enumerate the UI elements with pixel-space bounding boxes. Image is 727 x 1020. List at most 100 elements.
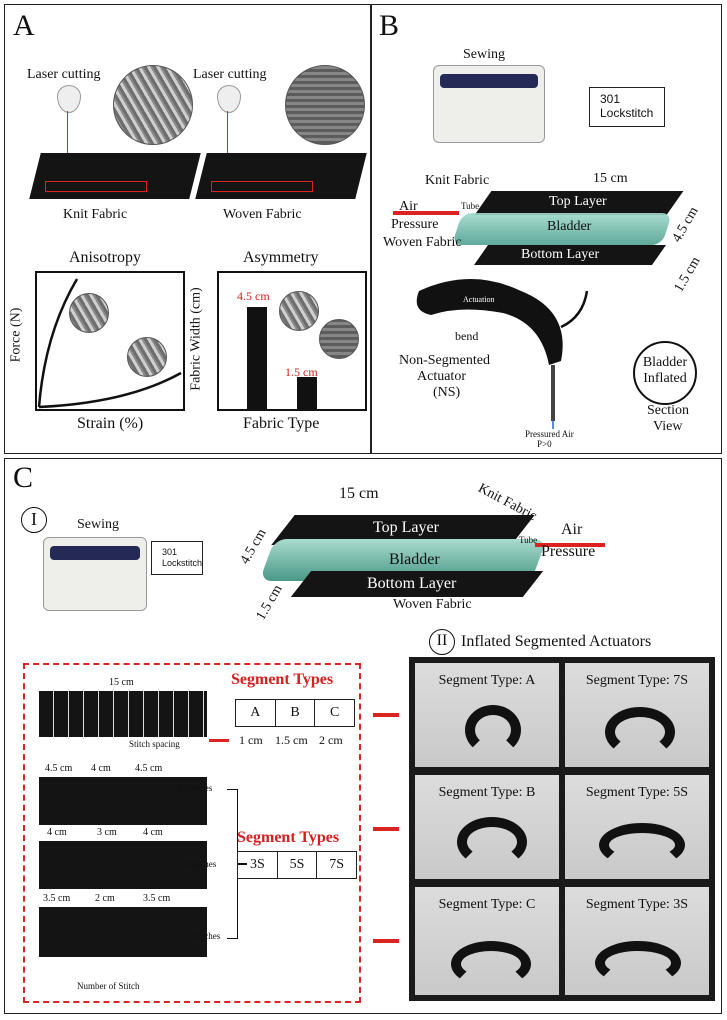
arrow-to-abc [209, 739, 229, 742]
stitches-5: 5 Stitches [181, 859, 217, 869]
pressure-label-b: Pressure [391, 217, 439, 232]
segment-types-2: Segment Types [237, 829, 340, 846]
pressured-air-1: Pressured Air [525, 429, 574, 439]
photo-5s-label: Segment Type: 5S [585, 785, 689, 800]
row4-a: 3.5 cm [43, 893, 71, 904]
spacing-1: 1 cm [239, 733, 263, 747]
anisotropy-ylabel: Force (N) [8, 307, 24, 363]
row2-b: 4 cm [91, 763, 111, 774]
ns-label-1: Non-Segmented [399, 353, 490, 368]
section-label-2: View [653, 419, 683, 434]
knit-fabric-label-b: Knit Fabric [425, 173, 490, 188]
segment-s-box: 3S 5S 7S [237, 851, 357, 879]
row3-b: 3 cm [97, 827, 117, 838]
segment-abc-box: A B C [235, 699, 355, 727]
laser-beam [67, 111, 68, 187]
air-arrow-b [393, 211, 459, 215]
asymmetry-ylabel: Fabric Width (cm) [188, 287, 204, 391]
lockstitch-tag: 301 Lockstitch [589, 87, 665, 127]
tube-label-c: Tube [519, 535, 538, 545]
stitches-3: 3 Stitches [177, 783, 213, 793]
detail-box: 15 cm Stitch spacing Segment Types A B C… [23, 663, 361, 1003]
anisotropy-title: Anisotropy [69, 249, 141, 266]
top-layer-label-b: Top Layer [549, 194, 607, 209]
tag-301: 301 [600, 92, 621, 106]
stitch-spacing-label: Stitch spacing [129, 739, 180, 749]
anisotropy-xlabel: Strain (%) [77, 415, 144, 432]
arrow-row-1 [373, 713, 399, 717]
bottom-layer-label-b: Bottom Layer [521, 247, 600, 262]
photo-7s-label: Segment Type: 7S [585, 673, 689, 688]
seg-5s: 5S [278, 852, 318, 878]
bladder-inflated-1: Bladder [642, 355, 688, 370]
photo-b: Segment Type: B [415, 775, 559, 879]
row2-c: 4.5 cm [135, 763, 163, 774]
bladder-inflated-2: Inflated [643, 371, 687, 386]
lockstitch-tag-c: 301 Lockstitch [151, 541, 203, 575]
sewing-label: Sewing [463, 47, 505, 62]
detail-15cm: 15 cm [109, 677, 134, 688]
bar-knit [247, 307, 267, 409]
bladder-label-c: Bladder [389, 551, 440, 568]
roman-2: II [429, 629, 455, 655]
segment-types-1: Segment Types [231, 671, 334, 688]
laser-beam-2 [227, 111, 228, 187]
width1-label-b: 4.5 cm [669, 204, 702, 246]
seg-3s: 3S [238, 852, 278, 878]
panel-c-letter: C [13, 461, 34, 494]
seg-a: A [236, 700, 276, 726]
fabric-row-4 [39, 907, 207, 957]
row4-b: 2 cm [95, 893, 115, 904]
photo-a-label: Segment Type: A [438, 673, 536, 688]
length-label-c: 15 cm [339, 485, 379, 502]
photo-a: Segment Type: A [415, 663, 559, 767]
tag-c-301: 301 [162, 547, 178, 557]
asymmetry-plot: 4.5 cm 1.5 cm [217, 271, 367, 411]
inflated-title: Inflated Segmented Actuators [461, 633, 652, 650]
photo-3s: Segment Type: 3S [565, 887, 709, 995]
bar2-label: 1.5 cm [285, 365, 318, 379]
width2-label-c: 1.5 cm [253, 582, 286, 624]
actuator-b [457, 817, 527, 867]
tag-lockstitch: Lockstitch [600, 106, 654, 120]
photo-c: Segment Type: C [415, 887, 559, 995]
bracket-arm [237, 863, 247, 865]
fabric-row-3 [39, 841, 207, 889]
roman-2-text: II [436, 632, 448, 649]
tag-c-lockstitch: Lockstitch [162, 558, 203, 568]
number-of-stitch: Number of Stitch [77, 981, 140, 991]
woven-fabric-label-b: Woven Fabric [383, 235, 462, 250]
photo-b-label: Segment Type: B [438, 785, 536, 800]
ns-label-3: (NS) [433, 385, 461, 400]
knit-fabric-label: Knit Fabric [63, 207, 128, 222]
laser-label-1: Laser cutting [27, 67, 101, 82]
laser-head-icon [57, 85, 81, 113]
row3-a: 4 cm [47, 827, 67, 838]
knit-zoom-circle [113, 65, 193, 145]
knit-anisotropy-circle-1 [69, 293, 109, 333]
spacing-3: 2 cm [319, 733, 343, 747]
bottom-layer-label-c: Bottom Layer [367, 575, 457, 592]
tube-label-b: Tube [461, 201, 480, 211]
stitches-7: 7 Stitches [185, 931, 221, 941]
woven-label-c: Woven Fabric [393, 597, 472, 612]
section-view-circle: Bladder Inflated [633, 341, 697, 405]
woven-fabric-sheet [195, 153, 367, 199]
air-label-b: Air [399, 199, 418, 214]
seg-7s: 7S [329, 857, 345, 872]
photo-grid: Segment Type: A Segment Type: 7S Segment… [409, 657, 715, 1001]
photo-3s-label: Segment Type: 3S [585, 897, 689, 912]
actuator-c [451, 941, 531, 987]
seg-c: C [330, 705, 340, 720]
actuator-5s [599, 823, 685, 867]
row4-c: 3.5 cm [143, 893, 171, 904]
ns-label-2: Actuator [417, 369, 466, 384]
laser-head-icon-2 [217, 85, 241, 113]
laser-label-2: Laser cutting [193, 67, 267, 82]
width2-label-b: 1.5 cm [671, 254, 704, 296]
bar1-label: 4.5 cm [237, 289, 270, 303]
air-label-c: Air [561, 521, 583, 538]
roman-1: I [21, 507, 47, 533]
actuation-label: Actuation [463, 295, 495, 304]
sewing-label-c: Sewing [77, 517, 119, 532]
